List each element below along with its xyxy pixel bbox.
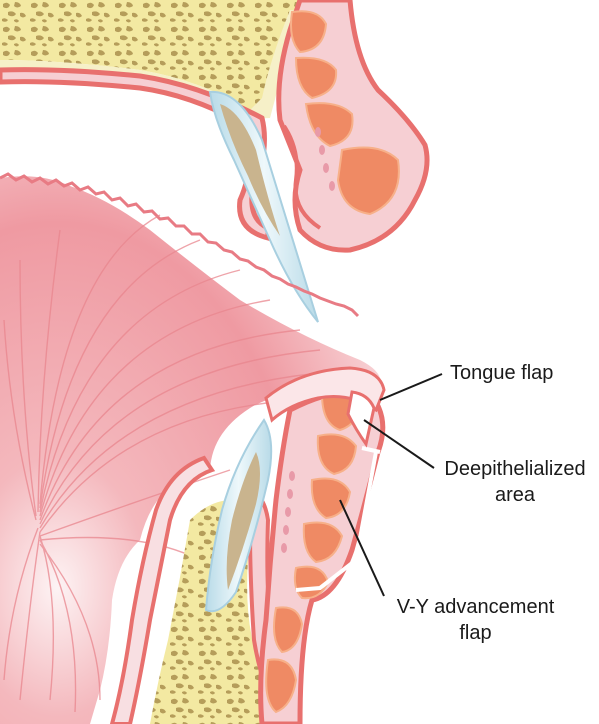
label-deepithelialized-line2: area	[440, 482, 590, 508]
leader-tongue-flap	[380, 374, 442, 400]
label-tongue-flap: Tongue flap	[450, 360, 553, 386]
label-deepithelialized-area: Deepithelialized area	[440, 456, 590, 508]
label-vy-advancement-flap: V-Y advancement flap	[388, 594, 563, 646]
label-vy-line1: V-Y advancement	[388, 594, 563, 620]
label-deepithelialized-line1: Deepithelialized	[440, 456, 590, 482]
label-tongue-flap-text: Tongue flap	[450, 360, 553, 386]
label-vy-line2: flap	[388, 620, 563, 646]
upper-bone	[0, 0, 300, 110]
